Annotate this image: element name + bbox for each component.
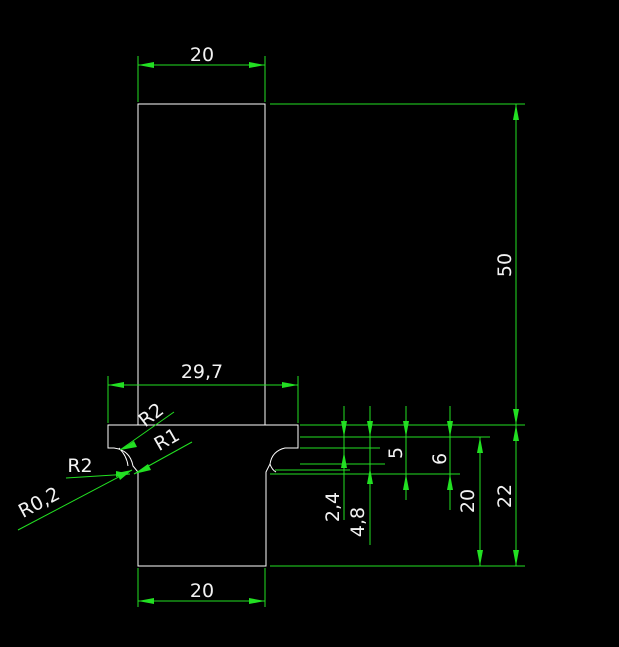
dim-flange-width [107,376,299,423]
radius-r1-label: R1 [151,424,184,456]
radius-r0-2-label: R0,2 [15,483,64,523]
dim-bottom-width [137,568,266,607]
dim-top-width [137,56,266,102]
dim-6-label: 6 [429,453,451,465]
dim-small-verticals [270,406,460,545]
top-width-label: 20 [190,44,214,66]
dim-height-50 [270,103,525,426]
part-outline [107,103,299,567]
dim-height-22 [270,425,525,567]
height-22-label: 22 [494,484,516,508]
radius-r2-upper-label: R2 [135,399,168,432]
height-50-label: 50 [494,253,516,277]
right-groove-fillet [269,463,277,473]
dim-2-4-label: 2,4 [322,492,344,522]
bottom-width-label: 20 [190,580,214,602]
height-20-label: 20 [457,489,479,513]
flange-width-label: 29,7 [181,361,223,383]
dim-4-8-label: 4,8 [347,507,369,537]
dim-height-20 [300,436,490,566]
radius-leaders [17,411,193,531]
radius-r2-lower-label: R2 [67,455,92,477]
dim-5-label: 5 [385,447,407,459]
